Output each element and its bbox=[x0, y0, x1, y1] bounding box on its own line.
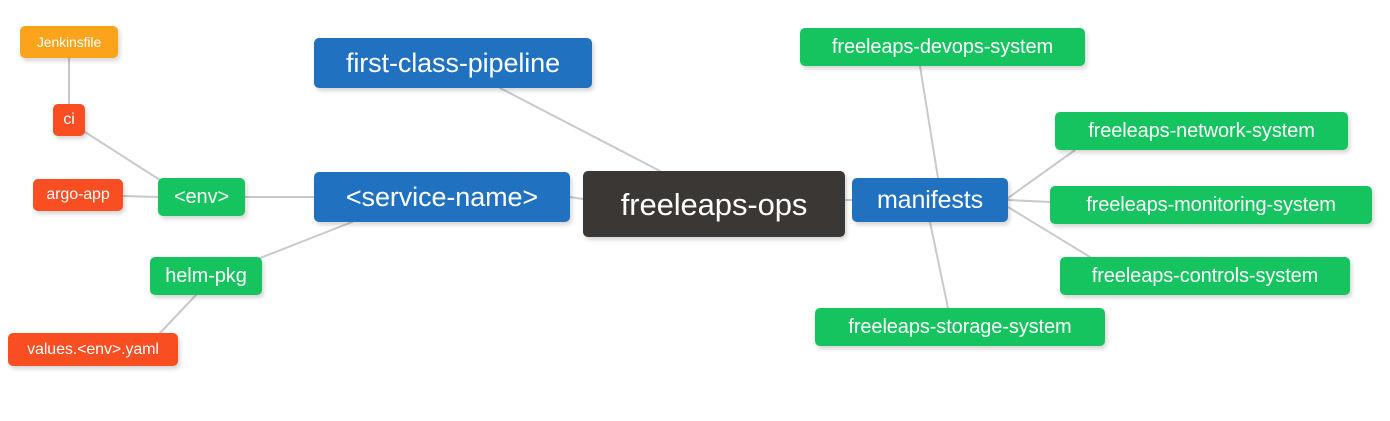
edge-ci-to-env bbox=[84, 131, 161, 181]
node-storage-system[interactable]: freeleaps-storage-system bbox=[815, 308, 1105, 346]
node-network-system[interactable]: freeleaps-network-system bbox=[1055, 112, 1348, 150]
edge-argo-app-to-env bbox=[122, 195, 159, 198]
node-values-yaml[interactable]: values.<env>.yaml bbox=[8, 333, 178, 366]
node-freeleaps-ops[interactable]: freeleaps-ops bbox=[583, 171, 845, 237]
node-controls-system[interactable]: freeleaps-controls-system bbox=[1060, 257, 1350, 295]
node-helm-pkg[interactable]: helm-pkg bbox=[150, 257, 262, 295]
edge-network-system-to-manifests bbox=[1007, 149, 1076, 199]
node-monitoring-system[interactable]: freeleaps-monitoring-system bbox=[1050, 186, 1372, 224]
edge-service-name-to-freeleaps-ops bbox=[569, 196, 584, 200]
edge-storage-system-to-manifests bbox=[929, 221, 949, 309]
edge-values-yaml-to-helm-pkg bbox=[159, 294, 197, 334]
edge-monitoring-system-to-manifests bbox=[1007, 199, 1051, 203]
node-service-name[interactable]: <service-name> bbox=[314, 172, 570, 222]
node-jenkinsfile[interactable]: Jenkinsfile bbox=[20, 26, 118, 58]
node-ci[interactable]: ci bbox=[53, 104, 85, 136]
edge-devops-system-to-manifests bbox=[919, 65, 939, 179]
node-env[interactable]: <env> bbox=[158, 178, 245, 216]
node-manifests[interactable]: manifests bbox=[852, 178, 1008, 222]
edge-controls-system-to-manifests bbox=[1007, 206, 1091, 258]
edge-first-class-pipeline-to-freeleaps-ops bbox=[499, 87, 661, 172]
node-argo-app[interactable]: argo-app bbox=[33, 179, 123, 211]
node-first-class-pipeline[interactable]: first-class-pipeline bbox=[314, 38, 592, 88]
node-devops-system[interactable]: freeleaps-devops-system bbox=[800, 28, 1085, 66]
edge-helm-pkg-to-service-name bbox=[249, 221, 353, 263]
